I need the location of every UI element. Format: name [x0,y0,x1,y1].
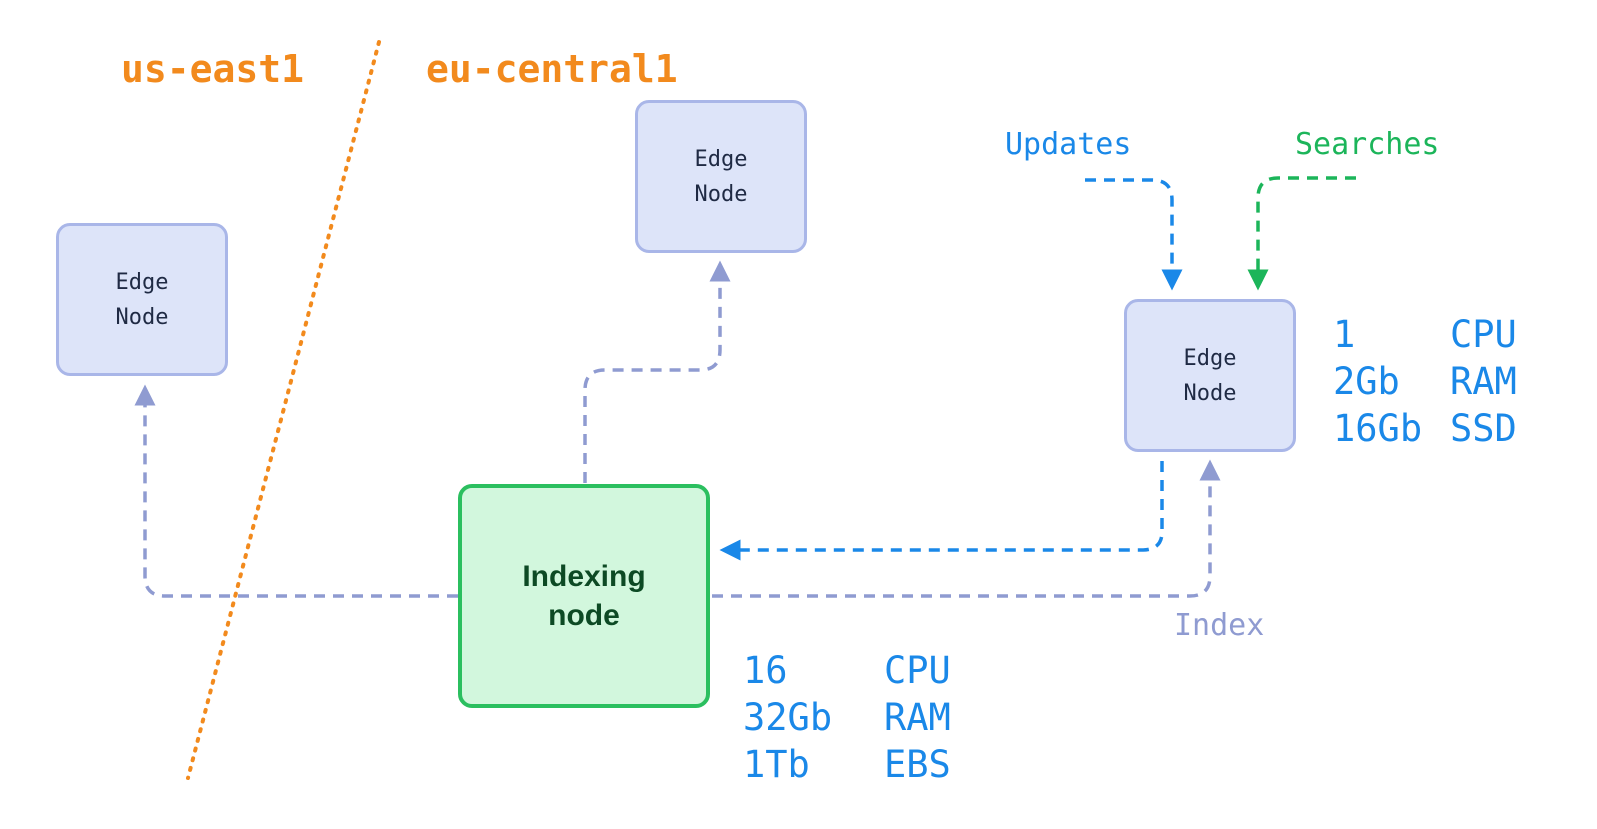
edge-node-left-line2: Node [115,304,169,330]
searches-label: Searches [1295,127,1440,162]
index-flow-to-edge-left [134,384,458,598]
spec-value: 16Gb [1333,407,1423,450]
updates-label: Updates [1005,127,1132,162]
spec-value: 1 [1333,313,1356,356]
spec-unit: SSD [1450,407,1517,450]
spec-unit: EBS [884,743,951,786]
edge-node-right: Edge Node [1124,299,1296,452]
spec-value: 32Gb [743,696,833,739]
spec-unit: RAM [1450,360,1517,403]
index-flow-to-edge-right [712,459,1221,598]
edge-node-right-line2: Node [1183,380,1237,406]
edge-node-left: Edge Node [56,223,228,376]
searches-flow-to-edge-right [1247,176,1356,291]
spec-value: 1Tb [743,743,810,786]
spec-unit: CPU [1450,313,1517,356]
index-flow-to-edge-top [583,260,731,483]
edge-node-left-line1: Edge [115,269,169,295]
spec-value: 2Gb [1333,360,1400,403]
index-label: Index [1174,608,1265,643]
region-label-right: eu-central1 [426,47,678,91]
edge-node-right-line1: Edge [1183,345,1237,371]
edge-node-right-specs: 1 CPU 2Gb RAM 16Gb SSD [1333,311,1517,452]
spec-unit: CPU [884,649,951,692]
edge-node-top-line2: Node [694,181,748,207]
region-divider [186,40,381,780]
indexing-node-line1: Indexing [522,560,646,593]
indexing-node-specs: 16 CPU 32Gb RAM 1Tb EBS [743,647,951,788]
indexing-node: Indexing node [458,484,710,708]
edge-node-top: Edge Node [635,100,807,253]
spec-value: 16 [743,649,788,692]
indexing-node-line2: node [548,599,620,632]
edge-node-top-line1: Edge [694,146,748,172]
updates-flow-to-edge-right [1085,178,1183,291]
spec-unit: RAM [884,696,951,739]
region-label-left: us-east1 [121,47,305,91]
updates-flow-to-indexing [719,461,1164,561]
